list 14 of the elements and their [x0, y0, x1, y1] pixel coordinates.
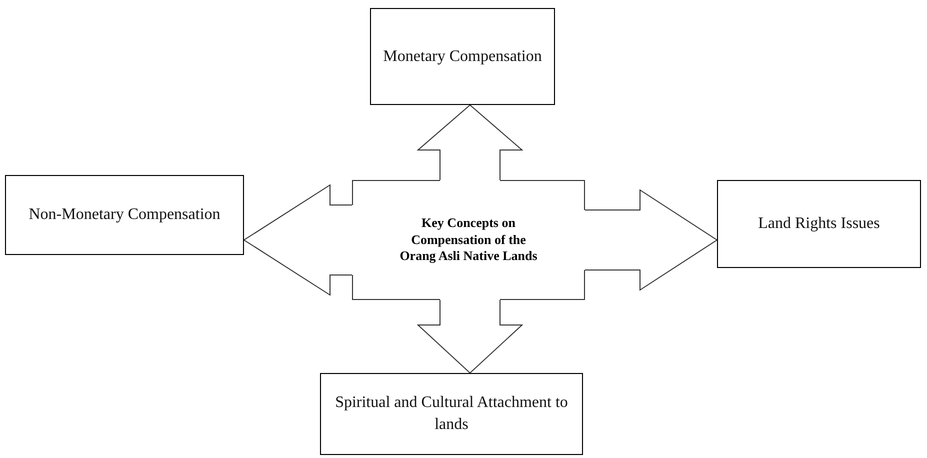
node-text: Monetary Compensation — [383, 46, 542, 67]
node-text: Spiritual and Cultural Attachment to lands — [334, 393, 569, 435]
block-arrow — [416, 300, 524, 374]
concept-box — [5, 175, 244, 255]
node-text: Non-Monetary Compensation — [28, 205, 220, 226]
concept-box — [717, 180, 921, 268]
cross-arrow-center — [352, 180, 585, 300]
central-title: Key Concepts on Compensation of the Orang Asli Native Lands — [398, 214, 538, 266]
block-arrow — [416, 104, 524, 180]
node-text: Land Rights Issues — [758, 214, 880, 234]
block-arrow — [243, 184, 352, 296]
block-arrow — [584, 189, 718, 291]
concept-box — [370, 8, 555, 105]
concept-box — [320, 373, 583, 455]
